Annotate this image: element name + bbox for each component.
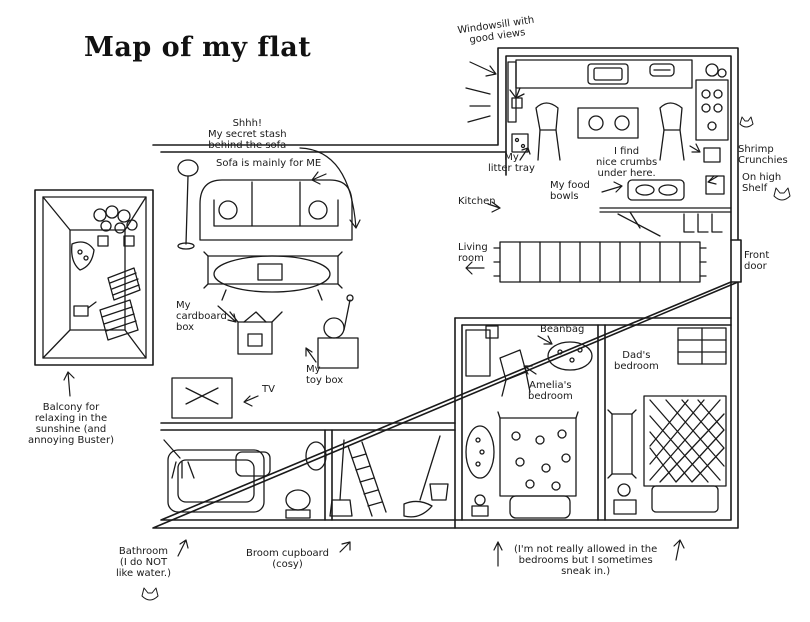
amelia-bedroom [465, 325, 593, 519]
litter-tray-icon [511, 133, 529, 153]
cushion-icon [71, 241, 95, 271]
beanbag-label: Beanbag [540, 324, 585, 335]
toilet-icon [285, 489, 311, 519]
front-door [730, 239, 742, 283]
table-icon [577, 107, 639, 139]
rug-icon [465, 425, 495, 479]
rug-icon [493, 241, 707, 283]
bath-icon [167, 449, 265, 513]
broom-icon [329, 439, 353, 517]
umbrella-icon [617, 211, 661, 237]
sofa-label: Sofa is mainly for ME [216, 158, 322, 169]
balcony [34, 189, 154, 366]
plant-icon [509, 87, 525, 109]
arrow-icon [63, 61, 719, 567]
bathroom [163, 439, 327, 519]
drawers-icon [677, 327, 727, 365]
bed-icon [643, 395, 727, 513]
page-title: Map of my flat [84, 32, 312, 63]
bed-icon [497, 411, 579, 519]
coffee-table-icon [213, 255, 331, 301]
food-items-icon [649, 63, 727, 78]
tv-icon [171, 377, 233, 419]
lamp-icon [471, 494, 489, 517]
dad-bedroom [607, 327, 727, 515]
broom-cupboard-label: Broom cupboard(cosy) [246, 548, 329, 570]
stove-icon [695, 79, 729, 141]
outer-walls [152, 47, 742, 529]
sink-icon [587, 63, 629, 85]
dustpan-icon [429, 483, 449, 501]
tv-label: TV [262, 384, 275, 395]
living-room [171, 159, 707, 419]
chair-icon [535, 102, 685, 161]
rug-icon [607, 409, 637, 479]
boots-icon [683, 213, 723, 233]
plant-icon [93, 205, 138, 247]
mop-icon [403, 435, 441, 518]
box-icon [703, 147, 725, 195]
broom-cupboard [329, 435, 449, 518]
sofa-icon [199, 179, 353, 241]
toy-box-icon [317, 294, 359, 369]
chair-icon [499, 349, 531, 397]
rug-icon [203, 251, 343, 289]
window-icon [465, 61, 517, 123]
beanbag-icon [547, 341, 593, 371]
lamp-icon [177, 159, 199, 250]
watering-can-icon [73, 301, 97, 317]
shower-icon [163, 439, 195, 479]
deckchair-icon [99, 267, 141, 341]
kitchen-label: Kitchen [458, 196, 496, 207]
cat-face-icon [141, 116, 791, 601]
ladder-icon [347, 441, 387, 517]
sink-icon [305, 441, 327, 471]
kitchen [465, 59, 732, 237]
bowl-icon [627, 179, 685, 201]
box-icon [229, 311, 283, 355]
lamp-icon [613, 483, 637, 515]
mat-icon [235, 451, 271, 477]
desk-icon [465, 325, 499, 377]
